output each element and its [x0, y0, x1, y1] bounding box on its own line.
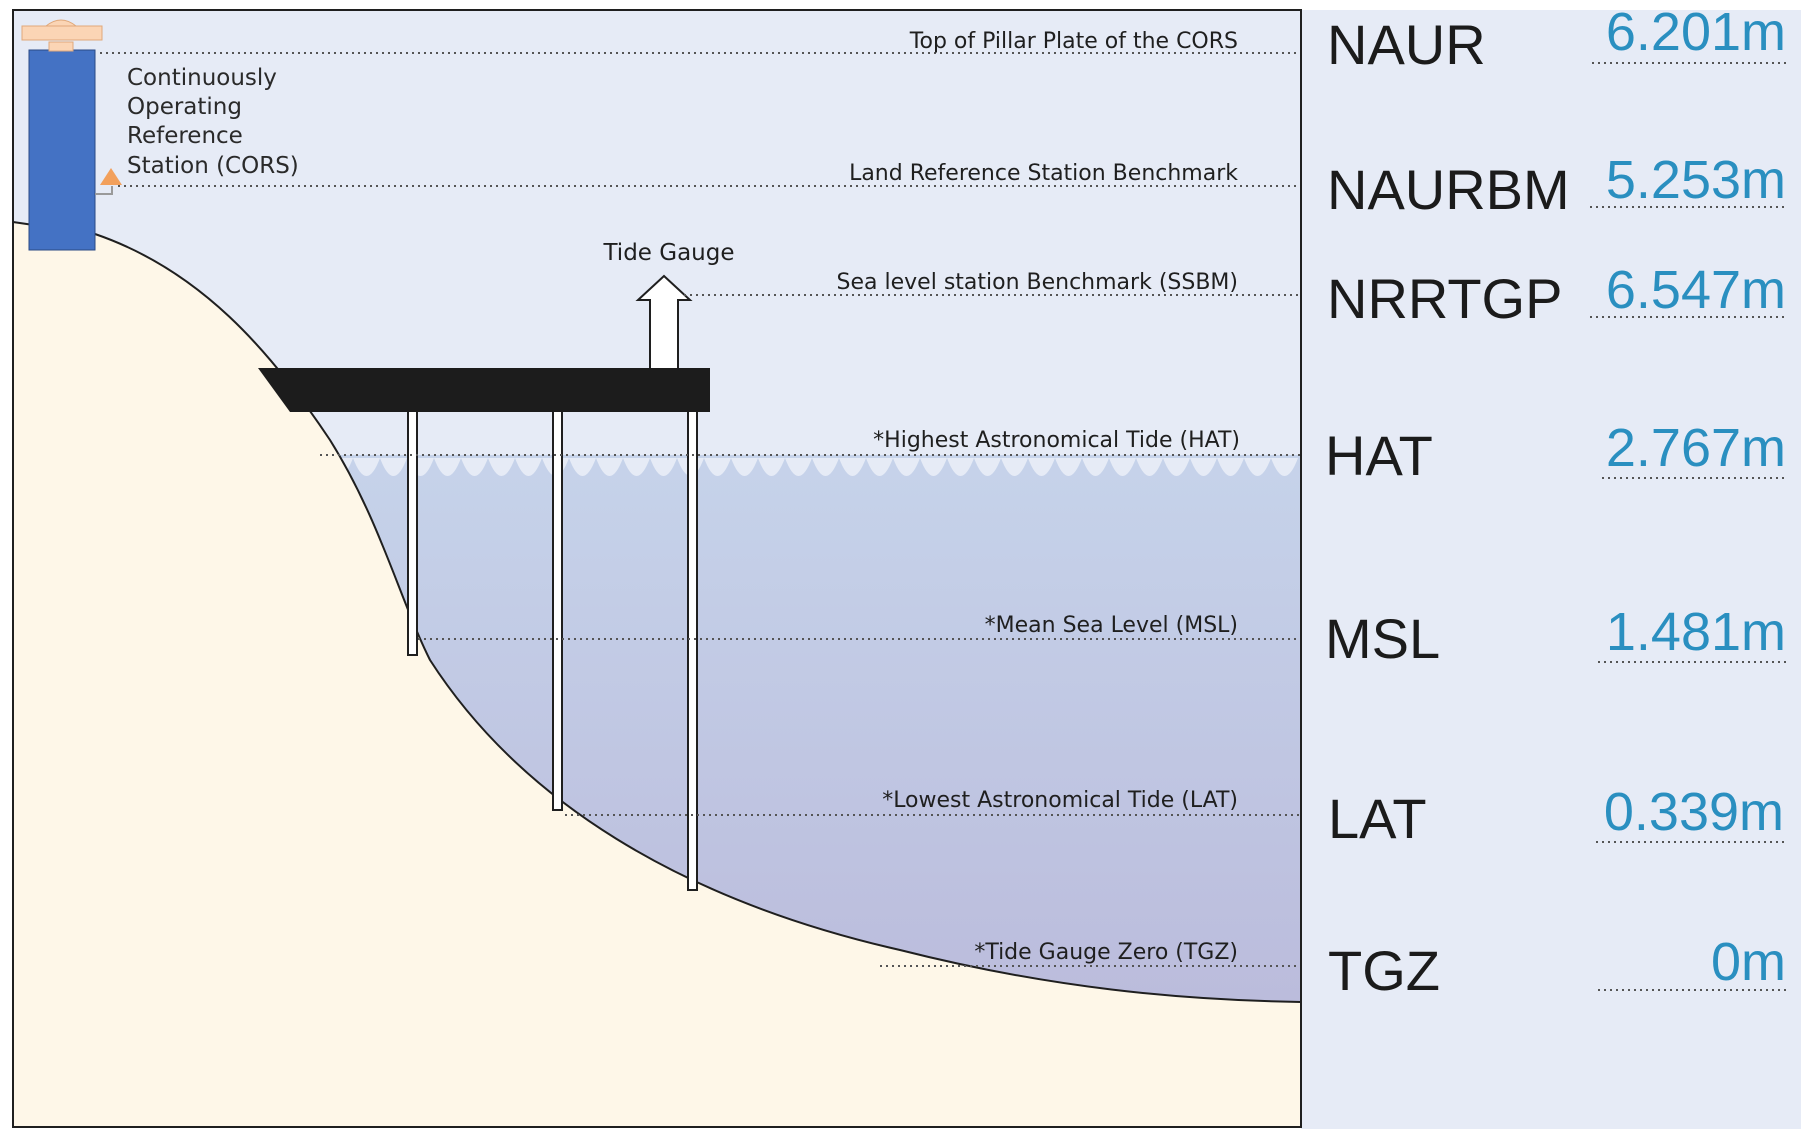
level-label-lat: *Lowest Astronomical Tide (LAT) — [882, 788, 1238, 813]
level-label-tgz: *Tide Gauge Zero (TGZ) — [974, 940, 1238, 965]
datum-value-msl: 1.481m — [1606, 602, 1786, 662]
level-label-naurbm: Land Reference Station Benchmark — [849, 161, 1238, 186]
datum-code-ssbm: NRRTGP — [1327, 267, 1562, 330]
svg-text:Operating: Operating — [127, 94, 242, 120]
datum-codes: NAUR NAURBM NRRTGP HAT MSL LAT TGZ — [1325, 13, 1570, 1002]
svg-text:Reference: Reference — [127, 123, 243, 149]
pier-deck — [258, 368, 710, 412]
pier-piling-3 — [687, 404, 698, 891]
diagram-frame — [12, 9, 1302, 1128]
wave-crests — [326, 458, 1298, 476]
cors-antenna-icon — [21, 19, 103, 52]
benchmark-marker-icon — [95, 168, 122, 195]
tide-gauge-arrow — [635, 274, 693, 368]
datum-code-msl: MSL — [1325, 607, 1440, 670]
cors-label: Continuously Operating Reference Station… — [127, 65, 299, 179]
level-lines — [100, 52, 1301, 967]
pier-piling-2 — [552, 404, 563, 811]
level-label-ssbm: Sea level station Benchmark (SSBM) — [837, 270, 1238, 295]
datum-value-lat: 0.339m — [1604, 782, 1784, 842]
datum-panel — [1301, 10, 1801, 1129]
land-slope — [12, 220, 1302, 1128]
svg-text:Station (CORS): Station (CORS) — [127, 153, 299, 179]
datum-value-ssbm: 6.547m — [1606, 260, 1786, 320]
wave-crest — [326, 458, 1298, 476]
datum-code-tgz: TGZ — [1328, 939, 1440, 1002]
datum-value-tgz: 0m — [1711, 932, 1786, 992]
svg-text:Continuously: Continuously — [127, 65, 277, 91]
datum-code-hat: HAT — [1325, 424, 1433, 487]
level-label-hat: *Highest Astronomical Tide (HAT) — [873, 428, 1240, 453]
level-labels: Top of Pillar Plate of the CORS Land Ref… — [837, 29, 1240, 965]
datum-value-hat: 2.767m — [1606, 418, 1786, 478]
datum-values: 6.201m 5.253m 6.547m 2.767m 1.481m 0.339… — [1604, 2, 1786, 992]
datum-code-naurbm: NAURBM — [1327, 158, 1570, 221]
pier-piling-1 — [407, 404, 418, 656]
level-label-msl: *Mean Sea Level (MSL) — [985, 613, 1238, 638]
level-label-naur: Top of Pillar Plate of the CORS — [909, 29, 1238, 54]
tide-gauge-label: Tide Gauge — [602, 240, 734, 266]
datum-value-naur: 6.201m — [1606, 2, 1786, 62]
datum-code-naur: NAUR — [1327, 13, 1486, 76]
value-underlines — [1590, 62, 1788, 991]
cors-pillar — [28, 49, 96, 251]
datum-code-lat: LAT — [1328, 787, 1427, 850]
datum-value-naurbm: 5.253m — [1606, 150, 1786, 210]
